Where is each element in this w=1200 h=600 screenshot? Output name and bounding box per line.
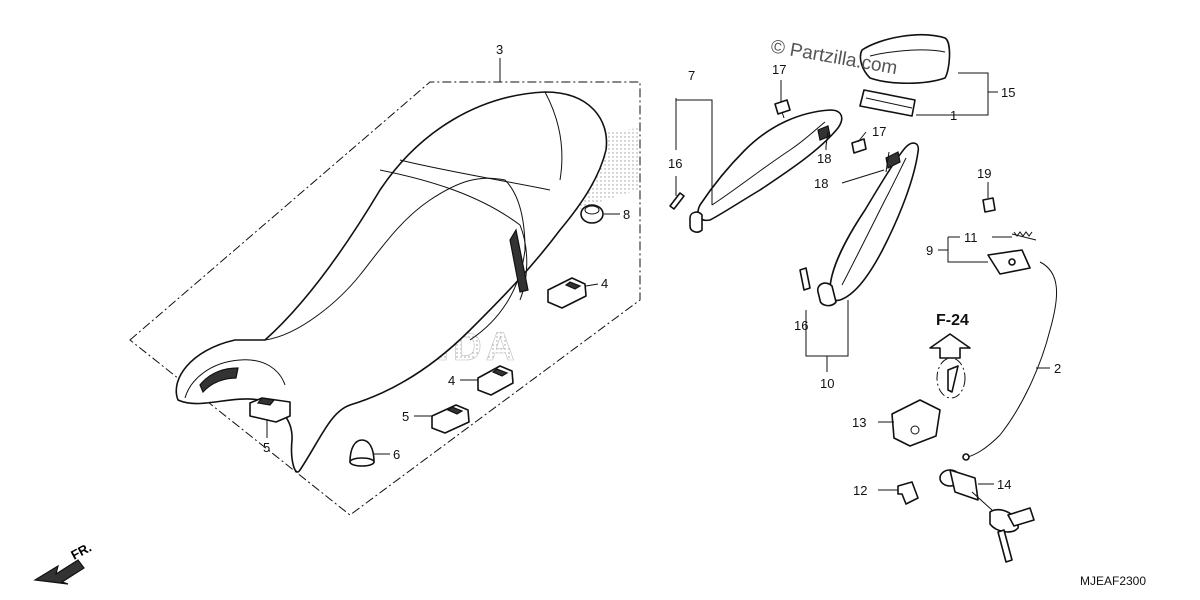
callout-13: 13: [852, 415, 866, 430]
callout-5-right: 5: [402, 409, 409, 424]
callout-9: 9: [926, 243, 933, 258]
callout-15: 15: [1001, 85, 1015, 100]
bolt-17-right[interactable]: [851, 138, 867, 154]
callout-3: 3: [496, 42, 503, 57]
cable-end: [962, 453, 970, 461]
callout-6: 6: [393, 447, 400, 462]
callout-11: 11: [964, 230, 978, 245]
diagram-code: MJEAF2300: [1080, 574, 1146, 588]
grab-rail-10[interactable]: [816, 142, 920, 307]
rubber-cushion-8[interactable]: [580, 204, 604, 224]
callout-16-lower: 16: [794, 318, 808, 333]
callout-14: 14: [997, 477, 1011, 492]
seat-assembly-box: [129, 81, 641, 516]
lock-cover-13[interactable]: [891, 399, 941, 447]
rubber-cushion-6[interactable]: [349, 439, 375, 467]
key-lock-14[interactable]: [939, 469, 1035, 563]
front-direction-arrow: FR.: [33, 540, 94, 585]
screw-18-right[interactable]: [885, 151, 890, 173]
return-spring-11[interactable]: [1011, 231, 1037, 241]
callout-1: 1: [950, 108, 957, 123]
callout-16-upper: 16: [668, 156, 682, 171]
callout-12: 12: [853, 483, 867, 498]
bolt-17-left[interactable]: [774, 99, 791, 119]
bolt-19[interactable]: [982, 197, 996, 213]
callout-4-upper: 4: [601, 276, 608, 291]
callout-5-left: 5: [263, 440, 270, 455]
seat-lock-bracket-9[interactable]: [987, 249, 1031, 275]
main-seat[interactable]: [175, 91, 608, 473]
callout-17-right: 17: [872, 124, 886, 139]
callout-8: 8: [623, 207, 630, 222]
seat-damper-5-left[interactable]: [249, 397, 291, 423]
reference-label: F-24: [936, 312, 969, 329]
clip-12[interactable]: [897, 481, 919, 505]
callout-18-right: 18: [814, 176, 828, 191]
callout-labels: 3 8 4 4 5 5 6 7 16 17 17 18 18 16 10 15 …: [263, 42, 1061, 498]
callout-2: 2: [1054, 361, 1061, 376]
seat-damper-4-upper[interactable]: [547, 277, 587, 309]
callout-4-lower: 4: [448, 373, 455, 388]
grab-rail-7[interactable]: [689, 109, 843, 233]
leader-lines: [266, 58, 1050, 491]
callout-19: 19: [977, 166, 991, 181]
rear-cowl-15[interactable]: [859, 33, 951, 84]
seat-lock-cable-2[interactable]: [964, 261, 1058, 459]
seat-damper-5-right[interactable]: [431, 404, 470, 434]
reference-arrow: [929, 333, 971, 399]
front-direction-label: FR.: [68, 540, 94, 563]
rubber-strip-16-upper[interactable]: [669, 192, 685, 210]
screw-18-left[interactable]: [825, 131, 829, 147]
callout-17-left: 17: [772, 62, 786, 77]
cowl-strap-1[interactable]: [859, 89, 916, 117]
rubber-strip-16-lower[interactable]: [799, 267, 811, 291]
callout-10: 10: [820, 376, 834, 391]
callout-18-left: 18: [817, 151, 831, 166]
seat-damper-4-lower[interactable]: [477, 365, 514, 396]
callout-7: 7: [688, 68, 695, 83]
